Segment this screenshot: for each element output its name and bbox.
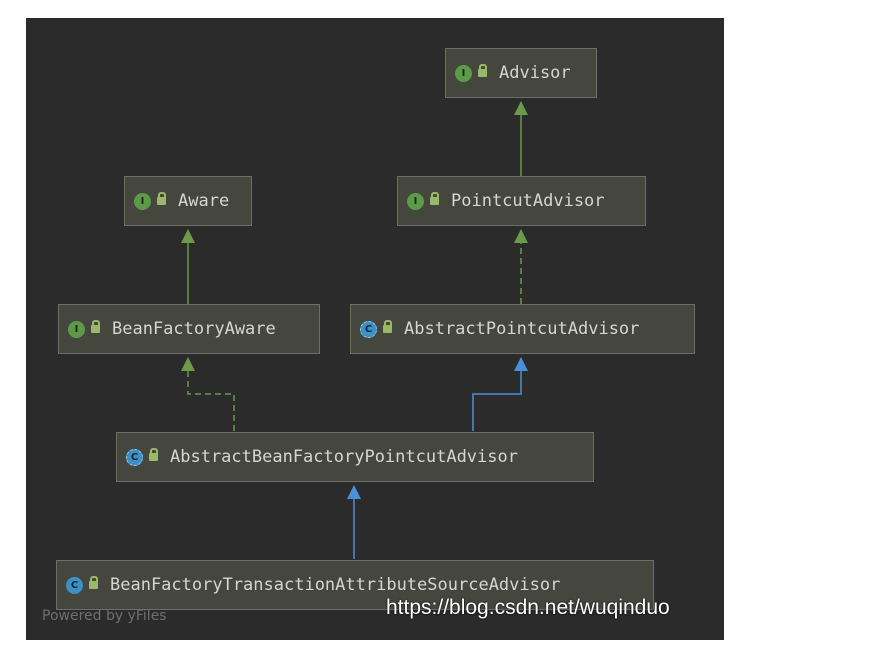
interface-icon: I [407,192,424,210]
edge-abfpa-abstractpointcutadvisor [472,357,528,431]
node-label: Aware [178,191,230,211]
node-label: Advisor [499,63,571,83]
node-abstract-bean-factory-pointcut-advisor[interactable]: C AbstractBeanFactoryPointcutAdvisor [116,432,594,482]
node-pointcut-advisor[interactable]: I PointcutAdvisor [397,176,646,226]
lock-icon [157,192,166,205]
node-aware[interactable]: I Aware [124,176,252,226]
diagram-canvas: I Advisor I Aware I PointcutAdvisor I Be… [26,18,724,640]
node-label: BeanFactoryTransactionAttributeSourceAdv… [110,575,561,595]
lock-icon [478,64,487,77]
watermark-url: https://blog.csdn.net/wuqinduo [386,596,670,619]
abstract-class-icon: C [126,448,143,466]
lock-icon [91,320,100,333]
abstract-class-icon: C [360,320,377,338]
lock-icon [430,192,439,205]
node-bean-factory-transaction-attribute-source-advisor[interactable]: C BeanFactoryTransactionAttributeSourceA… [56,560,654,610]
lock-icon [149,448,158,461]
interface-icon: I [68,320,85,338]
node-abstract-pointcut-advisor[interactable]: C AbstractPointcutAdvisor [350,304,695,354]
node-label: AbstractPointcutAdvisor [404,319,640,339]
interface-icon: I [134,192,151,210]
node-bean-factory-aware[interactable]: I BeanFactoryAware [58,304,320,354]
class-icon: C [66,576,83,594]
node-advisor[interactable]: I Advisor [445,48,597,98]
lock-icon [89,576,98,589]
node-label: BeanFactoryAware [112,319,276,339]
lock-icon [383,320,392,333]
edge-abfpa-beanfactoryaware [181,357,235,431]
interface-icon: I [455,64,472,82]
node-label: PointcutAdvisor [451,191,605,211]
node-label: AbstractBeanFactoryPointcutAdvisor [170,447,518,467]
powered-by-label: Powered by yFiles [42,608,167,624]
edges-layer [181,101,528,559]
